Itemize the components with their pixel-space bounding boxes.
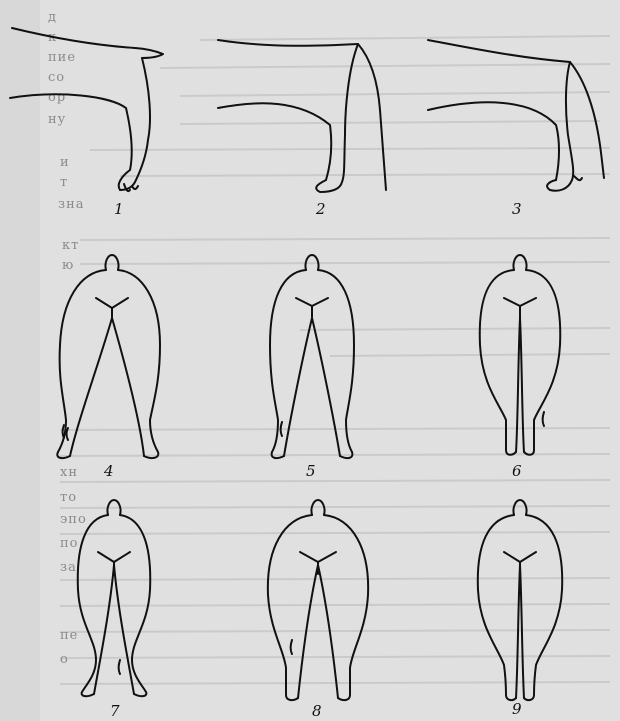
figure-label-9: 9 — [512, 700, 522, 718]
figure-label-6: 6 — [512, 462, 522, 480]
rear-view-8 — [268, 500, 368, 700]
figure-label-3: 3 — [512, 200, 522, 218]
rear-view-4 — [57, 255, 160, 458]
rear-view-6 — [480, 255, 560, 455]
rear-view-7 — [78, 500, 151, 696]
rear-view-9 — [478, 500, 562, 700]
side-view-1 — [10, 28, 163, 191]
figure-label-5: 5 — [306, 462, 316, 480]
figure-label-1: 1 — [114, 200, 124, 218]
figure-label-7: 7 — [110, 702, 120, 720]
figure-label-8: 8 — [312, 702, 322, 720]
figure-label-2: 2 — [316, 200, 326, 218]
rear-view-5 — [270, 255, 354, 458]
side-view-2 — [218, 40, 386, 192]
side-view-3 — [428, 40, 604, 191]
figure-label-4: 4 — [104, 462, 114, 480]
